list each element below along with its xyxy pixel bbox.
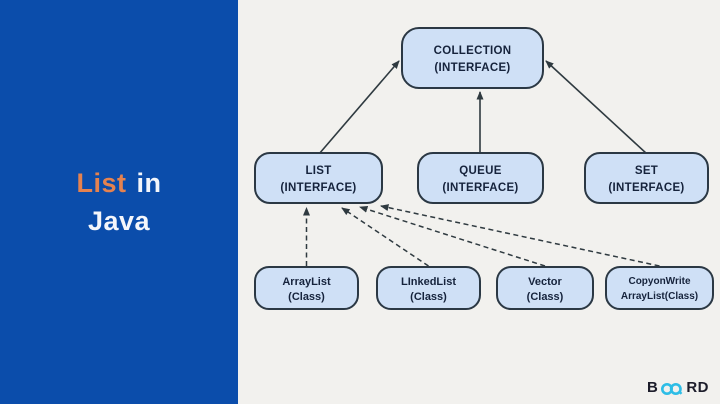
dashed-edges xyxy=(303,204,660,267)
node-vector-line2: (Class) xyxy=(527,291,564,303)
title-rest: in xyxy=(136,168,162,198)
node-collection-box xyxy=(401,27,544,89)
edge-set-to-collection xyxy=(545,60,648,155)
node-queue-box xyxy=(417,152,544,204)
node-linkedlist-line2: (Class) xyxy=(410,291,447,303)
node-linkedlist-box xyxy=(376,266,481,310)
hierarchy-diagram: COLLECTION (INTERFACE) LIST (INTERFACE) … xyxy=(254,27,714,310)
node-queue: QUEUE (INTERFACE) xyxy=(417,152,544,204)
node-queue-line1: QUEUE xyxy=(459,165,501,177)
node-list-line2: (INTERFACE) xyxy=(280,182,356,194)
infinity-icon xyxy=(661,382,683,395)
solid-edges xyxy=(318,60,648,155)
edge-copyonwrite-to-list xyxy=(380,204,660,267)
node-arraylist-line2: (Class) xyxy=(288,291,325,303)
node-collection-line1: COLLECTION xyxy=(434,45,512,57)
node-set-box xyxy=(584,152,709,204)
node-collection-line2: (INTERFACE) xyxy=(434,62,510,74)
node-vector: Vector (Class) xyxy=(496,266,594,310)
logo-letters-rd: RD xyxy=(686,379,709,396)
node-arraylist-line1: ArrayList xyxy=(282,276,331,288)
node-vector-box xyxy=(496,266,594,310)
node-vector-line1: Vector xyxy=(528,276,562,288)
brand-logo: B RD xyxy=(647,379,709,396)
title-line2: Java xyxy=(87,206,151,236)
node-queue-line2: (INTERFACE) xyxy=(442,182,518,194)
edge-vector-to-list xyxy=(359,205,546,267)
node-copyonwrite-line1: CopyonWrite xyxy=(628,276,690,287)
node-copyonwrite: CopyonWrite ArrayList(Class) xyxy=(605,266,714,310)
title-highlight: List xyxy=(76,168,127,198)
node-linkedlist-line1: LInkedList xyxy=(401,276,456,288)
logo-letter-b: B xyxy=(646,379,659,396)
node-list: LIST (INTERFACE) xyxy=(254,152,383,204)
diagram-area: COLLECTION (INTERFACE) LIST (INTERFACE) … xyxy=(238,0,720,404)
edge-list-to-collection xyxy=(318,60,400,155)
node-arraylist-box xyxy=(254,266,359,310)
node-arraylist: ArrayList (Class) xyxy=(254,266,359,310)
node-linkedlist: LInkedList (Class) xyxy=(376,266,481,310)
node-copyonwrite-line2: ArrayList(Class) xyxy=(621,291,698,302)
node-list-line1: LIST xyxy=(305,165,331,177)
edge-linkedlist-to-list xyxy=(341,207,429,267)
node-collection: COLLECTION (INTERFACE) xyxy=(401,27,544,89)
node-copyonwrite-box xyxy=(605,266,714,310)
node-set-line2: (INTERFACE) xyxy=(608,182,684,194)
node-set-line1: SET xyxy=(635,165,658,177)
node-list-box xyxy=(254,152,383,204)
node-set: SET (INTERFACE) xyxy=(584,152,709,204)
